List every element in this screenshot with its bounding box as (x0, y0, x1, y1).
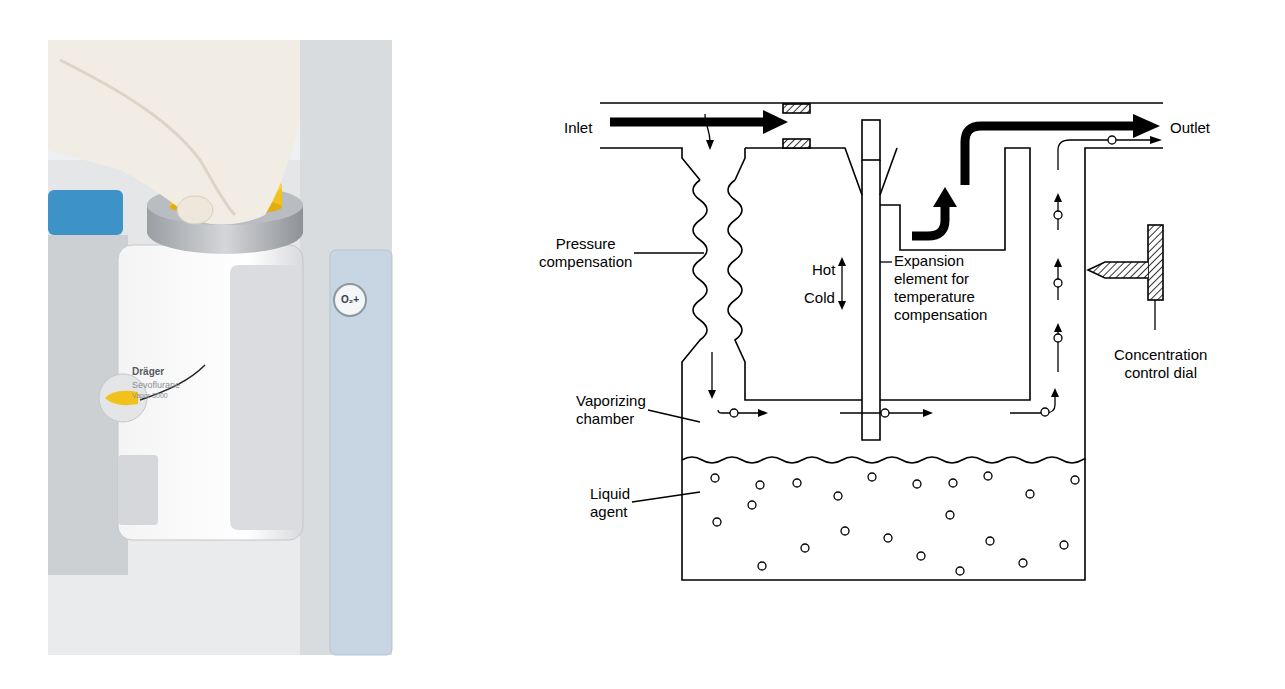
part-label: Vaporizing chamber (576, 392, 646, 428)
part-label: Expansion element for temperature compen… (894, 252, 999, 324)
direction-label: Hot (812, 261, 835, 279)
arrow-heads (706, 136, 1162, 417)
port-label: Inlet (564, 119, 592, 137)
model-label: Vapor 3000 (132, 392, 168, 400)
agent-label: Sevoflurane (132, 380, 180, 391)
port-label: Outlet (1170, 119, 1210, 137)
vaporizer-photo (48, 40, 392, 655)
main-flow-arrows (610, 110, 1160, 236)
part-label: Pressure compensation (539, 235, 632, 271)
button-label: O₂+ (341, 294, 359, 306)
vaporizer-schematic (600, 103, 1163, 580)
direction-label: Cold (804, 289, 835, 307)
brand-label: Dräger (132, 366, 164, 378)
part-label: Liquid agent (590, 485, 630, 521)
part-label: Concentration control dial (1114, 346, 1207, 382)
